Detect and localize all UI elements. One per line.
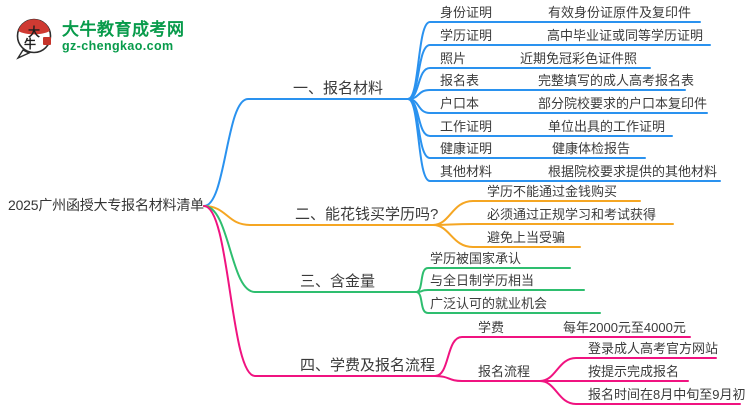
b1-child8-value: 根据院校要求提供的其他材料 (548, 164, 718, 179)
b1-child8-label: 其他材料 (440, 164, 493, 179)
b4-grandchild3-label: 报名时间在8月中旬至9月初 (588, 387, 746, 402)
b2-child2-label: 必须通过正规学习和考试获得 (487, 207, 657, 222)
branch1-label: 一、报名材料 (293, 80, 384, 97)
branch2-label: 二、能花钱买学历吗? (295, 206, 439, 223)
b1-child1-label: 身份证明 (440, 5, 493, 20)
site-name: 大牛教育成考网 (62, 20, 185, 39)
b1-child2-label: 学历证明 (440, 28, 493, 43)
b1-child4-label: 报名表 (440, 73, 480, 88)
b3-child2-label: 与全日制学历相当 (430, 273, 535, 288)
b1-child6-label: 工作证明 (440, 119, 493, 134)
b4-grandchild2-label: 按提示完成报名 (588, 364, 680, 379)
root-node: 2025广州函授大专报名材料清单 (8, 197, 204, 213)
b1-child5-label: 户口本 (440, 96, 480, 111)
b4-child2-label: 报名流程 (478, 364, 531, 379)
logo-char-1: 大 (28, 24, 40, 39)
b2-child1-label: 学历不能通过金钱购买 (487, 184, 618, 199)
b1-child6-value: 单位出具的工作证明 (548, 119, 666, 134)
b3-child3-label: 广泛认可的就业机会 (430, 296, 548, 311)
b1-child3-label: 照片 (440, 51, 467, 66)
b1-child7-label: 健康证明 (440, 141, 493, 156)
site-logo: 大 牛 大牛教育成考网 gz-chengkao.com (12, 14, 185, 60)
b1-child7-value: 健康体检报告 (552, 141, 631, 156)
branch3-label: 三、含金量 (300, 273, 376, 290)
b3-child1-label: 学历被国家承认 (430, 251, 522, 266)
b1-child4-value: 完整填写的成人高考报名表 (538, 73, 695, 88)
branch4-label: 四、学费及报名流程 (300, 357, 436, 374)
b4-child1-label: 学费 (478, 320, 505, 335)
b4-child1-value: 每年2000元至4000元 (563, 320, 686, 335)
b1-child5-value: 部分院校要求的户口本复印件 (538, 96, 708, 111)
logo-char-2: 牛 (24, 36, 36, 51)
b1-child2-value: 高中毕业证或同等学历证明 (547, 28, 704, 43)
b2-child3-label: 避免上当受骗 (487, 230, 566, 245)
b4-grandchild1-label: 登录成人高考官方网站 (588, 341, 719, 356)
site-url: gz-chengkao.com (62, 39, 174, 53)
b1-child1-value: 有效身份证原件及复印件 (548, 5, 692, 20)
b1-child3-value: 近期免冠彩色证件照 (520, 51, 638, 66)
daniu-logo-icon: 大 牛 (16, 18, 52, 60)
